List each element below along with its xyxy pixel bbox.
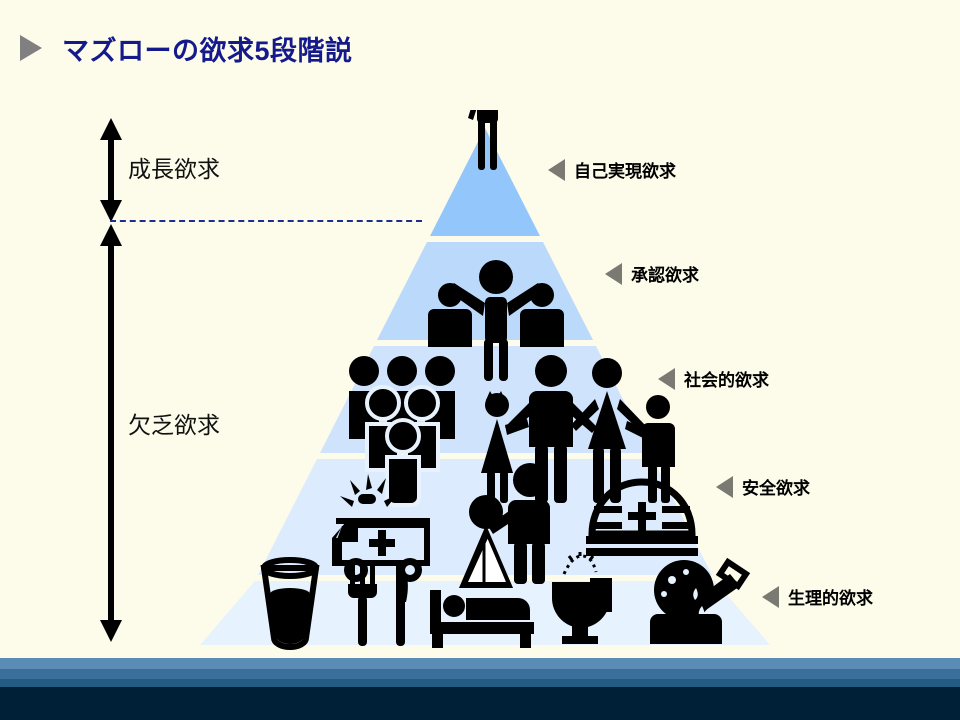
needs-divider-line	[110, 220, 422, 222]
tier-label-text: 自己実現欲求	[574, 162, 676, 181]
pyramid-svg	[200, 110, 770, 650]
growth-range-arrow	[98, 118, 124, 222]
footer-bands	[0, 658, 960, 720]
tier-label-text: 生理的欲求	[788, 589, 873, 608]
triangle-right-icon	[20, 35, 42, 61]
pyramid-tier-1	[430, 128, 540, 236]
deficiency-range-arrow	[98, 224, 124, 642]
footer-band-4	[0, 687, 960, 720]
triangle-left-icon	[762, 585, 779, 608]
group-cheering-icon	[428, 260, 564, 381]
tier-label-social: 社会的欲求	[658, 366, 769, 391]
tier-label-safety: 安全欲求	[716, 474, 810, 499]
title-text: マズローの欲求5段階説	[62, 35, 353, 66]
rescue-icon	[458, 463, 550, 588]
bed-sleep-icon	[430, 590, 534, 648]
deficiency-range-label: 欠乏欲求	[128, 412, 220, 438]
triangle-left-icon	[548, 158, 565, 181]
water-glass-icon	[260, 557, 320, 650]
person-arm-raised-icon	[468, 110, 498, 170]
triangle-left-icon	[605, 262, 622, 285]
tier-label-text: 安全欲求	[742, 479, 810, 498]
shelter-aid-icon	[586, 478, 698, 556]
triangle-left-icon	[658, 367, 675, 390]
tier-label-physiological: 生理的欲求	[762, 584, 873, 609]
drinking-person-icon	[650, 557, 751, 644]
crowd-icon	[349, 356, 455, 507]
tier-label-text: 承認欲求	[631, 266, 699, 285]
page-title: マズローの欲求5段階説	[20, 28, 353, 68]
growth-range-label: 成長欲求	[128, 156, 220, 182]
toilet-icon	[551, 552, 612, 644]
footer-band-2	[0, 669, 960, 679]
tier-label-text: 社会的欲求	[684, 371, 769, 390]
maslow-pyramid	[200, 110, 770, 655]
tier-label-self-actualization: 自己実現欲求	[548, 157, 676, 182]
tier-label-esteem: 承認欲求	[605, 261, 699, 286]
footer-band-1	[0, 658, 960, 669]
triangle-left-icon	[716, 475, 733, 498]
footer-band-3	[0, 679, 960, 687]
fork-knife-icon	[348, 560, 408, 646]
